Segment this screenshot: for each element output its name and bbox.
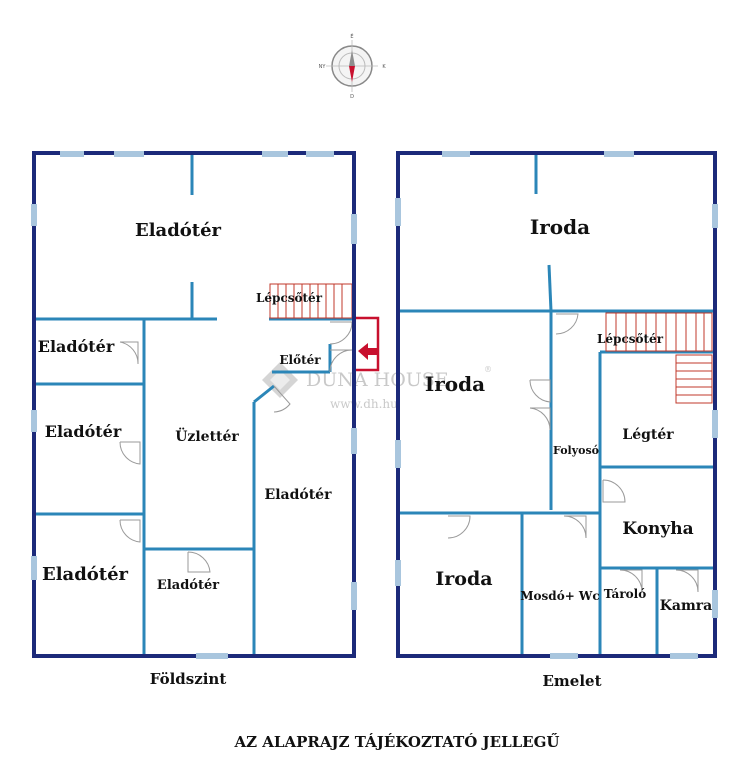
room-label-top-sales: Eladótér: [135, 220, 222, 241]
ground-floor-plan: Eladótér Lépcsőtér Eladótér Eladótér Ela…: [31, 151, 380, 688]
room-label-small-sales: Eladótér: [157, 578, 219, 593]
room-label-kitchen: Konyha: [622, 519, 693, 539]
watermark-registered: ®: [484, 365, 492, 374]
upper-floor-caption: Emelet: [542, 672, 601, 690]
room-label-left-sales-2: Eladótér: [45, 422, 122, 441]
room-label-upper-stairs: Lépcsőtér: [597, 332, 664, 346]
upper-floor-plan: Iroda Lépcsőtér Iroda Folyosó Légtér Kon…: [395, 151, 718, 690]
upper-floor-stairs: [605, 312, 713, 404]
compass-rose: É D NY K: [319, 32, 387, 100]
upper-floor-doors: [447, 313, 699, 593]
room-label-right-sales: Eladótér: [265, 487, 333, 503]
room-label-bathroom: Mosdó+ Wc: [520, 589, 599, 603]
room-label-shop: Üzlettér: [175, 426, 239, 445]
ground-floor-outer-wall: [32, 151, 356, 658]
room-label-office-bottom: Iroda: [435, 568, 492, 590]
watermark: DUNA HOUSE ® www.dh.hu: [262, 362, 492, 411]
room-label-left-sales-3: Eladótér: [42, 564, 129, 585]
ground-floor-caption: Földszint: [150, 670, 227, 688]
compass-south: D: [350, 94, 354, 100]
upper-floor-windows: [395, 151, 718, 659]
ground-floor-doors: [119, 321, 353, 573]
compass-east: K: [382, 64, 386, 70]
compass-west: NY: [319, 64, 327, 70]
compass-needle-icon: [349, 50, 355, 66]
room-label-stairs: Lépcsőtér: [256, 291, 323, 305]
watermark-url: www.dh.hu: [330, 397, 398, 411]
room-label-left-sales-1: Eladótér: [38, 337, 115, 356]
entrance-arrow-icon: [356, 316, 380, 372]
room-label-pantry: Kamra: [660, 598, 713, 614]
compass-north: É: [350, 32, 353, 40]
ground-floor-windows: [31, 151, 357, 659]
room-label-office-mid: Iroda: [425, 372, 485, 396]
ground-floor-stairs: [269, 283, 353, 319]
ground-floor-inner-walls: [34, 155, 354, 655]
room-label-vestibule: Előtér: [279, 353, 321, 367]
watermark-brand: DUNA HOUSE: [306, 369, 449, 391]
disclaimer-note: AZ ALAPRAJZ TÁJÉKOZTATÓ JELLEGŰ: [233, 733, 559, 751]
room-label-office-top: Iroda: [530, 215, 590, 239]
room-label-storage: Tároló: [604, 587, 646, 601]
room-label-airspace: Légtér: [622, 427, 674, 443]
upper-floor-inner-walls: [398, 153, 715, 656]
room-label-corridor: Folyosó: [553, 444, 599, 457]
